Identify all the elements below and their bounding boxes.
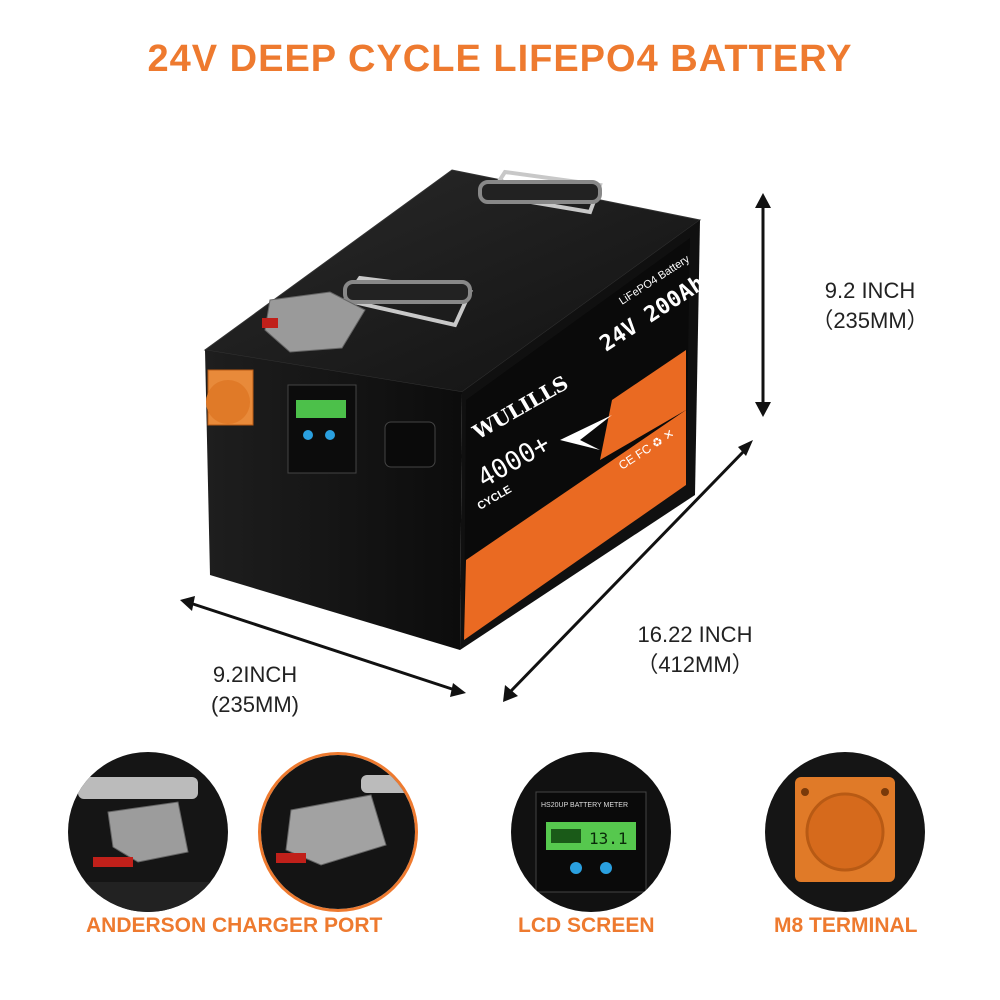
width-inch: 9.2INCH (212, 662, 298, 687)
height-mm: （235MM） (811, 308, 929, 333)
length-arrow (503, 440, 753, 702)
anderson-caption: ANDERSON CHARGER PORT (86, 914, 383, 937)
anderson-detail-circle-1 (68, 752, 228, 912)
width-arrow (180, 596, 466, 697)
lcd-header-text: HS20UP BATTERY METER (541, 802, 628, 809)
length-dimension-label: 16.22 INCH （412MM） (605, 620, 785, 680)
anderson-detail-circle-2 (258, 752, 418, 912)
lcd-caption: LCD SCREEN (518, 914, 655, 937)
length-mm: （412MM） (636, 652, 754, 677)
lcd-reading-text: 13.1 (589, 829, 628, 848)
anderson-connector (262, 291, 366, 353)
page-title: 24V DEEP CYCLE LIFEPO4 BATTERY (147, 38, 853, 80)
width-dimension-label: 9.2INCH (235MM) (170, 660, 340, 720)
lcd-detail-circle: HS20UP BATTERY METER 13.1 (511, 752, 671, 912)
width-mm: (235MM) (210, 692, 299, 717)
battery-illustration: WULILLS 4000+ CYCLE LiFePO4 Battery 24V … (180, 169, 771, 702)
length-inch: 16.22 INCH (637, 622, 753, 647)
m8-caption: M8 TERMINAL (774, 914, 918, 937)
power-switch (384, 421, 436, 468)
height-dimension-label: 9.2 INCH （235MM） (800, 276, 940, 336)
handle-front (341, 275, 473, 328)
handle-rear (478, 169, 603, 215)
battery-label (464, 238, 690, 640)
m8-terminal (206, 369, 254, 426)
height-arrow (755, 193, 771, 417)
height-inch: 9.2 INCH (824, 278, 916, 303)
lcd-meter (287, 384, 357, 474)
m8-detail-circle (765, 752, 925, 912)
